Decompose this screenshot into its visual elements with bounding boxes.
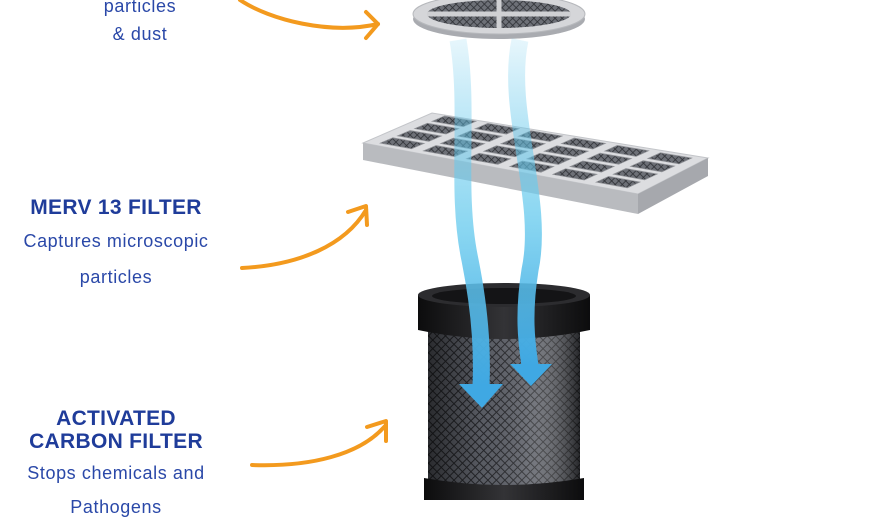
- cartridge-opening: [432, 288, 576, 304]
- airflow-right-stream: [508, 38, 542, 368]
- airflow-left-stream: [449, 38, 490, 387]
- pointer-arrow-prefilter-line: [238, 0, 380, 30]
- prefilter-desc-line1: particles: [103, 0, 177, 16]
- cartridge-top-cap: [418, 295, 590, 339]
- cartridge-bottom-cap: [424, 478, 584, 500]
- airflow-left-arrowhead: [459, 384, 503, 408]
- merv-filter-label: MERV 13 FILTER Captures microscopic part…: [0, 196, 232, 291]
- panel-mesh-cell: [560, 137, 607, 150]
- prefilter-disc: [412, 0, 586, 39]
- panel-mesh-cell: [525, 152, 573, 165]
- pointer-arrow-prefilter: [238, 0, 380, 40]
- carbon-filter-title-line1: ACTIVATED: [56, 407, 176, 430]
- pointer-arrow-merv-head: [346, 204, 369, 227]
- panel-mesh-cell: [594, 176, 642, 189]
- airflow-arrows: [449, 38, 552, 408]
- pointer-arrow-merv-line: [240, 208, 368, 270]
- filter-stack-diagram: [238, 0, 710, 500]
- activated-carbon-cartridge: [418, 283, 590, 500]
- panel-mesh-cell: [603, 145, 650, 157]
- panel-frame-side: [638, 158, 708, 214]
- pointer-arrow-carbon-line: [250, 424, 387, 468]
- airflow-right-arrowhead: [510, 364, 552, 386]
- panel-mesh-cell: [543, 145, 590, 158]
- panel-mesh-cell: [379, 137, 426, 150]
- prefilter-label: particles & dust: [60, 0, 220, 48]
- merv-filter-title: MERV 13 FILTER: [30, 196, 202, 219]
- panel-mesh-cell: [551, 168, 598, 181]
- panel-mesh-cell: [629, 160, 676, 173]
- pointer-arrow-prefilter-head: [364, 10, 380, 40]
- pointer-arrow-carbon-head: [365, 419, 388, 443]
- panel-mesh-cell: [586, 152, 633, 165]
- pointer-arrow-carbon: [250, 419, 388, 468]
- panel-mesh-cell: [569, 160, 616, 173]
- pointer-arrows: [238, 0, 388, 468]
- panel-mesh-cell: [612, 168, 659, 181]
- carbon-filter-title-line2: CARBON FILTER: [29, 430, 203, 453]
- panel-mesh-cell: [646, 152, 693, 165]
- merv-filter-desc-line1: Captures microscopic: [23, 231, 209, 251]
- merv-filter-desc-line2: particles: [79, 267, 153, 287]
- prefilter-desc-line2: & dust: [112, 24, 168, 44]
- panel-frame-front: [363, 143, 638, 214]
- pointer-arrow-merv: [240, 204, 369, 270]
- panel-mesh-cell: [465, 152, 512, 165]
- panel-mesh-cell: [396, 130, 443, 142]
- carbon-filter-desc-line1: Stops chemicals and: [27, 463, 205, 483]
- merv-13-panel-filter: [361, 112, 710, 214]
